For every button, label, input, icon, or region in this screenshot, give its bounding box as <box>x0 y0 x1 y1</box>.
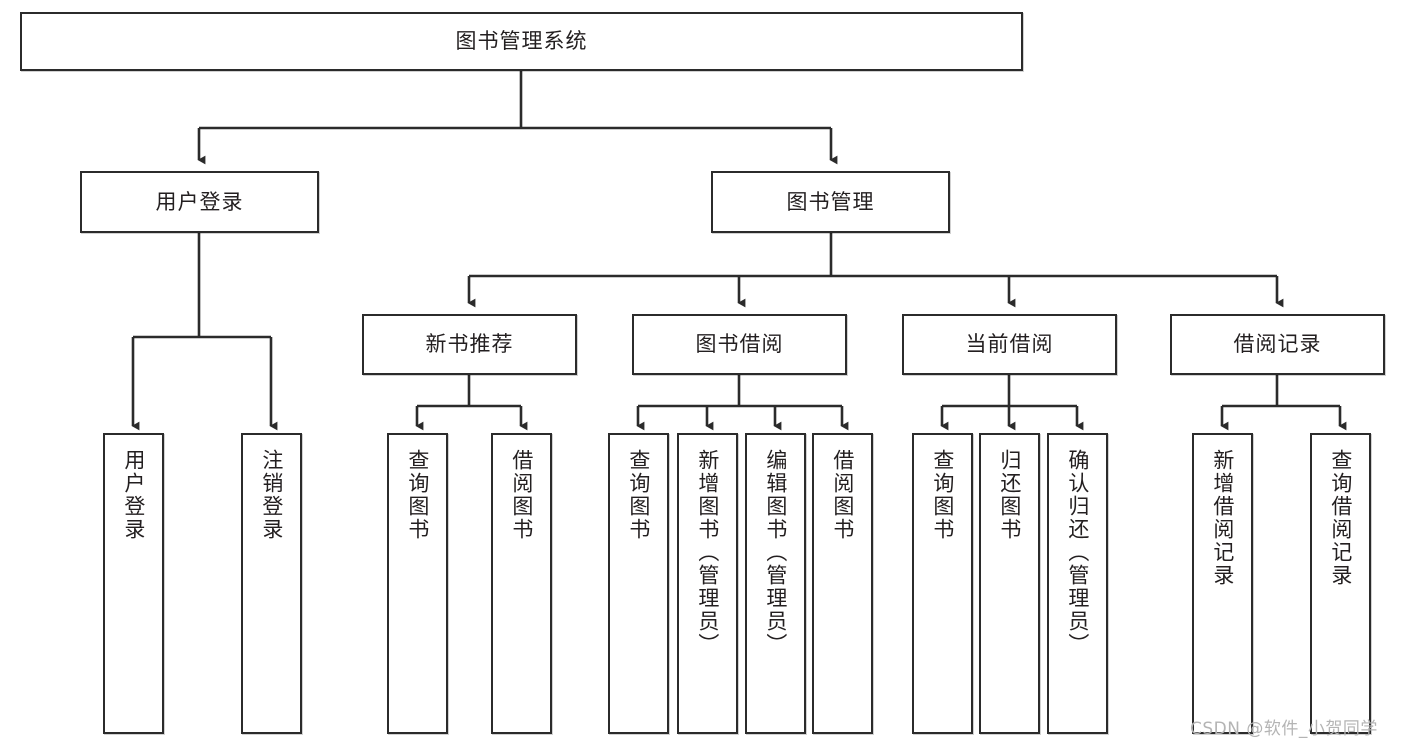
node-label: 注销登录 <box>259 449 284 541</box>
node-label: 查询图书 <box>626 449 651 541</box>
node-label: 查询借阅记录 <box>1328 449 1353 587</box>
node-label: 新增图书（管理员） <box>695 449 720 656</box>
node-leaf-query-book-borrow[interactable]: 查询图书 <box>608 433 669 734</box>
node-label: 图书管理系统 <box>455 29 588 54</box>
node-leaf-edit-book-admin[interactable]: 编辑图书（管理员） <box>745 433 806 734</box>
csdn-watermark: CSDN @软件_小贺同学 <box>1190 719 1378 739</box>
node-leaf-query-book-current[interactable]: 查询图书 <box>912 433 973 734</box>
node-borrow-record[interactable]: 借阅记录 <box>1170 314 1385 375</box>
node-leaf-query-borrow-record[interactable]: 查询借阅记录 <box>1310 433 1371 734</box>
node-label: 编辑图书（管理员） <box>763 449 788 656</box>
node-label: 用户登录 <box>121 449 146 541</box>
node-label: 借阅图书 <box>830 449 855 541</box>
node-label: 确认归还（管理员） <box>1065 449 1090 656</box>
node-leaf-return-book[interactable]: 归还图书 <box>979 433 1040 734</box>
node-new-book-recommend[interactable]: 新书推荐 <box>362 314 577 375</box>
node-label: 新书推荐 <box>425 332 514 357</box>
node-label: 图书借阅 <box>695 332 784 357</box>
node-leaf-logout[interactable]: 注销登录 <box>241 433 302 734</box>
node-current-borrow[interactable]: 当前借阅 <box>902 314 1117 375</box>
node-leaf-borrow-book-recommend[interactable]: 借阅图书 <box>491 433 552 734</box>
node-root-book-management-system[interactable]: 图书管理系统 <box>20 12 1023 71</box>
node-label: 图书管理 <box>786 189 875 214</box>
node-leaf-user-login[interactable]: 用户登录 <box>103 433 164 734</box>
node-label: 查询图书 <box>405 449 430 541</box>
node-label: 归还图书 <box>997 449 1022 541</box>
node-leaf-add-book-admin[interactable]: 新增图书（管理员） <box>677 433 738 734</box>
node-leaf-borrow-book[interactable]: 借阅图书 <box>812 433 873 734</box>
node-label: 借阅图书 <box>509 449 534 541</box>
node-label: 新增借阅记录 <box>1210 449 1235 587</box>
node-label: 查询图书 <box>930 449 955 541</box>
node-leaf-confirm-return-admin[interactable]: 确认归还（管理员） <box>1047 433 1108 734</box>
node-book-management[interactable]: 图书管理 <box>711 171 950 233</box>
node-user-login[interactable]: 用户登录 <box>80 171 319 233</box>
node-leaf-add-borrow-record[interactable]: 新增借阅记录 <box>1192 433 1253 734</box>
node-label: 借阅记录 <box>1233 332 1322 357</box>
node-label: 当前借阅 <box>965 332 1054 357</box>
node-leaf-query-book-recommend[interactable]: 查询图书 <box>387 433 448 734</box>
node-label: 用户登录 <box>155 189 244 214</box>
node-book-borrow[interactable]: 图书借阅 <box>632 314 847 375</box>
